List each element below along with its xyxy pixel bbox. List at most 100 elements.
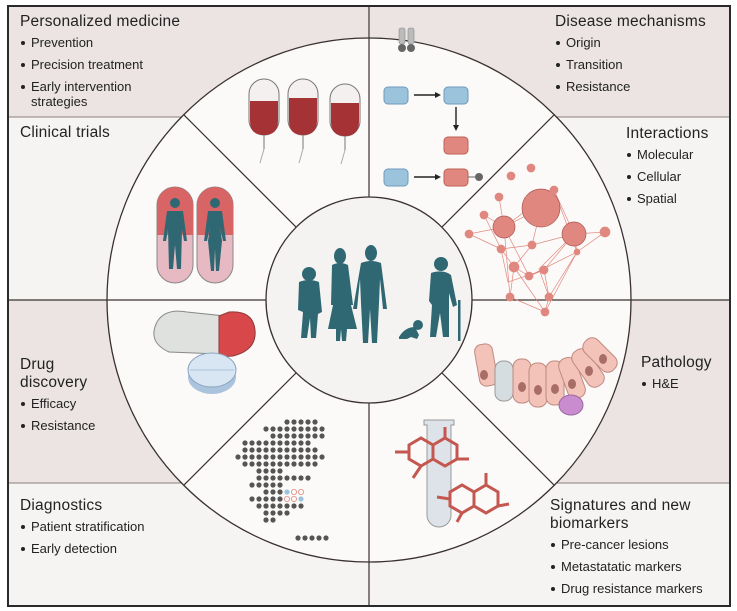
- section-title: Pathology: [641, 354, 712, 371]
- map-dot: [263, 447, 269, 453]
- map-dot: [291, 503, 297, 509]
- map-dot: [291, 454, 297, 460]
- map-dot: [295, 535, 301, 541]
- map-dot: [312, 426, 318, 432]
- map-dot: [242, 447, 248, 453]
- map-dot: [263, 517, 269, 523]
- map-dot: [277, 475, 283, 481]
- section-title: Disease mechanisms: [555, 13, 706, 30]
- list-item: Pre-cancer lesions: [550, 537, 700, 552]
- map-dot: [291, 426, 297, 432]
- map-dot: [305, 433, 311, 439]
- map-dot: [270, 440, 276, 446]
- population-people-icon: [298, 245, 461, 343]
- map-dot: [270, 461, 276, 467]
- map-dot: [298, 461, 304, 467]
- map-dot: [291, 433, 297, 439]
- list-item: Molecular: [626, 147, 709, 162]
- map-dot: [263, 461, 269, 467]
- section-diagnostics: Diagnostics Patient stratification Early…: [20, 497, 144, 563]
- map-dot: [242, 461, 248, 467]
- map-dot: [256, 475, 262, 481]
- map-dot: [284, 475, 290, 481]
- section-disease-mechanisms: Disease mechanisms Origin Transition Res…: [555, 13, 706, 101]
- map-dot: [305, 426, 311, 432]
- map-dot: [312, 454, 318, 460]
- map-dot: [312, 447, 318, 453]
- section-title: Clinical trials: [20, 124, 110, 141]
- map-dot: [319, 454, 325, 460]
- map-dot: [291, 419, 297, 425]
- list-item: Early detection: [20, 541, 144, 556]
- map-dot: [284, 454, 290, 460]
- pills-icon: [153, 310, 256, 394]
- map-dot: [291, 461, 297, 467]
- map-dot: [290, 495, 297, 502]
- map-dot: [284, 447, 290, 453]
- list-item: Patient stratification: [20, 519, 144, 534]
- map-dot: [256, 503, 262, 509]
- map-dot: [284, 461, 290, 467]
- map-dot: [263, 489, 269, 495]
- map-dot: [277, 482, 283, 488]
- map-dot: [298, 503, 304, 509]
- map-dot: [249, 447, 255, 453]
- map-dot: [319, 433, 325, 439]
- map-dot: [305, 447, 311, 453]
- map-dot: [319, 426, 325, 432]
- map-dot: [283, 495, 290, 502]
- list-item: Early intervention strategies: [20, 79, 141, 109]
- map-dot: [277, 461, 283, 467]
- capsule-humans-icon: [156, 186, 234, 284]
- signaling-pathway-icon: [383, 27, 483, 187]
- section-title: Signatures and new biomarkers: [550, 497, 691, 532]
- map-dot: [256, 447, 262, 453]
- map-dot: [290, 488, 297, 495]
- map-dot: [284, 426, 290, 432]
- list-item: Spatial: [626, 191, 709, 206]
- list-item: Drug resistance markers: [550, 581, 703, 596]
- list-item: H&E: [641, 376, 712, 391]
- section-pathology: Pathology H&E: [641, 354, 712, 398]
- map-dot: [316, 535, 322, 541]
- map-dot: [284, 503, 290, 509]
- map-dot: [277, 468, 283, 474]
- list-item: Efficacy: [20, 396, 110, 411]
- map-dot: [305, 461, 311, 467]
- map-dot: [270, 468, 276, 474]
- map-dot: [305, 419, 311, 425]
- map-dot: [277, 440, 283, 446]
- map-dot: [312, 419, 318, 425]
- map-dot: [270, 475, 276, 481]
- map-dot: [256, 461, 262, 467]
- map-dot: [298, 426, 304, 432]
- map-dot: [263, 454, 269, 460]
- epithelial-cells-icon: [474, 337, 618, 416]
- map-dot: [309, 535, 315, 541]
- map-dot: [249, 440, 255, 446]
- map-dot: [305, 440, 311, 446]
- map-dot: [298, 447, 304, 453]
- map-dot: [263, 510, 269, 516]
- test-tube-molecule-icon: [395, 419, 510, 528]
- section-clinical-trials: Clinical trials: [20, 124, 110, 146]
- map-dot: [242, 454, 248, 460]
- map-dot: [235, 454, 241, 460]
- map-dot: [302, 535, 308, 541]
- map-dot: [270, 426, 276, 432]
- map-dot: [270, 482, 276, 488]
- map-dot: [277, 454, 283, 460]
- blood-bag-icon: [248, 78, 361, 165]
- map-dot: [270, 447, 276, 453]
- list-item: Prevention: [20, 35, 180, 50]
- map-dot: [298, 454, 304, 460]
- map-dot: [263, 475, 269, 481]
- list-item: Origin: [555, 35, 706, 50]
- section-drug-discovery: Drug discovery Efficacy Resistance: [20, 356, 110, 440]
- map-dot: [263, 468, 269, 474]
- map-dot: [298, 419, 304, 425]
- map-dot: [277, 433, 283, 439]
- map-dot: [270, 489, 276, 495]
- section-personalized-medicine: Personalized medicine Prevention Precisi…: [20, 13, 180, 116]
- map-dot: [291, 447, 297, 453]
